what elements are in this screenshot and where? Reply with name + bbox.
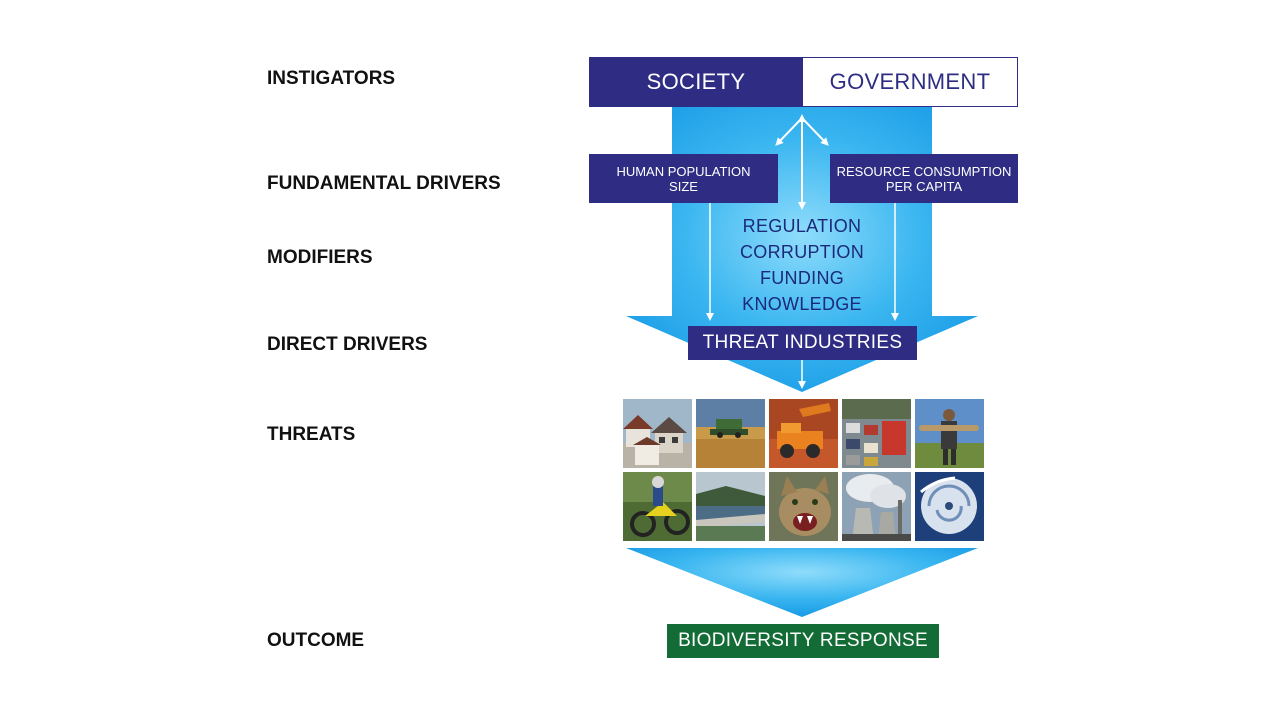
housing-image (623, 399, 692, 468)
resource-consumption-line1: RESOURCE CONSUMPTION (836, 163, 1012, 179)
label-threats: THREATS (267, 424, 356, 445)
cyclone-image (915, 472, 984, 541)
label-modifiers: MODIFIERS (267, 247, 373, 268)
modifier-regulation: REGULATION (742, 216, 862, 236)
arrow-to-consumption (801, 117, 829, 146)
resource-consumption-line2: PER CAPITA (885, 178, 963, 194)
threat-industries-box: THREAT INDUSTRIES (688, 326, 917, 360)
label-fundamental-drivers: FUNDAMENTAL DRIVERS (267, 173, 501, 194)
biodiversity-response-box: BIODIVERSITY RESPONSE (667, 624, 939, 658)
label-instigators: INSTIGATORS (267, 68, 396, 89)
mining-image (769, 399, 838, 468)
human-population-line1: HUMAN POPULATION (616, 163, 751, 179)
human-population-line2: SIZE (669, 178, 698, 194)
label-outcome: OUTCOME (267, 630, 365, 651)
society-box: SOCIETY (589, 57, 803, 107)
logging-image (915, 399, 984, 468)
modifier-corruption: CORRUPTION (740, 242, 864, 262)
government-box: GOVERNMENT (802, 57, 1018, 107)
dam-image (696, 472, 765, 541)
traffic-image (842, 399, 911, 468)
agriculture-harvest-image (696, 399, 765, 468)
power-station-image (842, 472, 911, 541)
off-road-recreation-image (623, 472, 692, 541)
modifier-knowledge: KNOWLEDGE (742, 294, 862, 314)
outcome-flow-arrow (626, 548, 978, 617)
resource-consumption-box: RESOURCE CONSUMPTION PER CAPITA (830, 154, 1018, 203)
arrow-to-population (775, 117, 803, 146)
human-population-box: HUMAN POPULATION SIZE (589, 154, 778, 203)
label-direct-drivers: DIRECT DRIVERS (267, 334, 428, 355)
feral-cat-image (769, 472, 838, 541)
modifier-funding: FUNDING (759, 268, 845, 288)
